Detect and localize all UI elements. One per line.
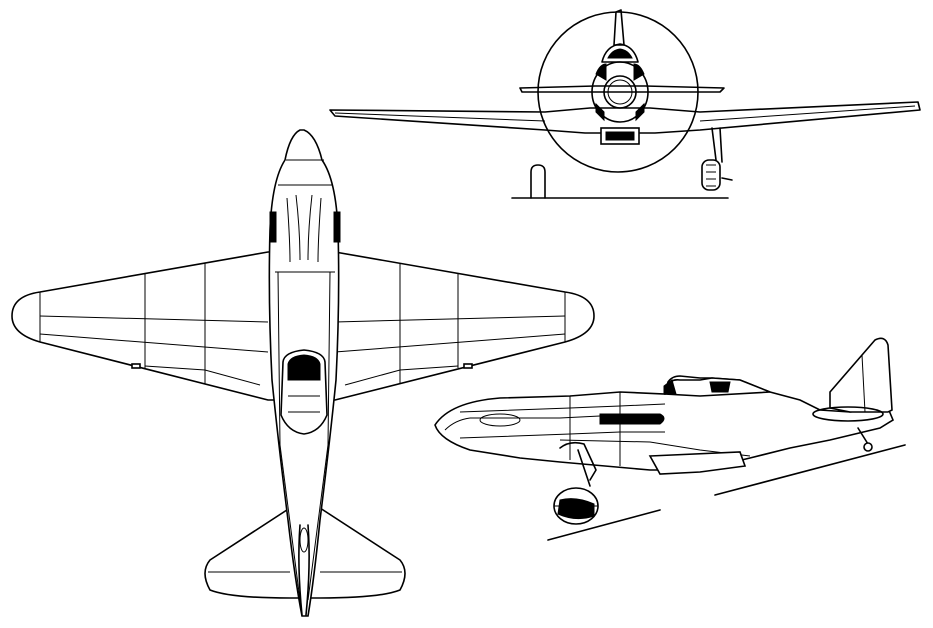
spinner — [603, 75, 637, 109]
top-wing — [11, 251, 595, 401]
front-fin — [613, 9, 625, 46]
side-fuselage — [434, 375, 895, 471]
top-view — [11, 129, 595, 617]
side-ground-line-rear — [714, 444, 906, 496]
front-cowling — [591, 61, 649, 123]
side-view — [434, 337, 906, 541]
front-tailplane — [519, 85, 725, 93]
front-canopy — [601, 43, 639, 63]
front-landing-gear — [711, 127, 717, 161]
front-view — [329, 9, 921, 199]
front-wing — [329, 101, 921, 134]
side-ground-line-front — [547, 509, 661, 541]
side-landing-gear — [559, 441, 597, 481]
top-rudder — [298, 524, 310, 616]
top-tailplane — [204, 507, 406, 599]
side-fin — [829, 337, 893, 413]
